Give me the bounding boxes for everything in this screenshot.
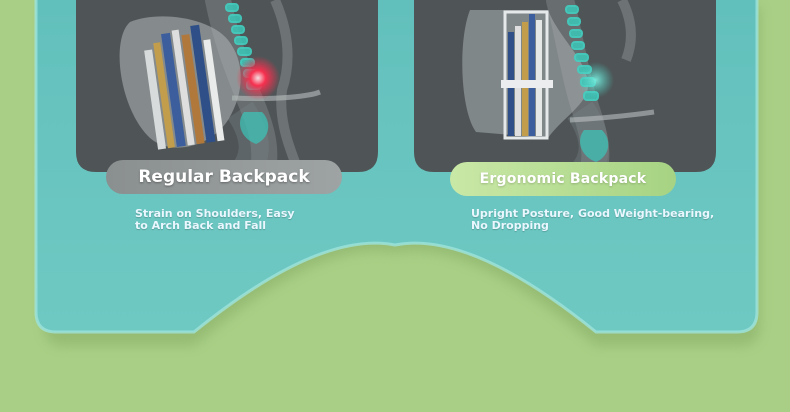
ergonomic-backpack-description: Upright Posture, Good Weight-bearing, No… xyxy=(471,207,715,232)
regular-backpack-title: Regular Backpack xyxy=(138,167,310,187)
ergonomic-backpack-label: Ergonomic Backpack xyxy=(450,162,676,196)
regular-backpack-description: Strain on Shoulders, Easy to Arch Back a… xyxy=(135,207,295,232)
regular-backpack-label: Regular Backpack xyxy=(106,160,342,194)
regular-backpack-figure xyxy=(119,0,321,188)
ergonomic-backpack-panel xyxy=(414,0,716,172)
pain-point-icon xyxy=(236,56,280,100)
ergonomic-backpack-title: Ergonomic Backpack xyxy=(479,171,647,187)
